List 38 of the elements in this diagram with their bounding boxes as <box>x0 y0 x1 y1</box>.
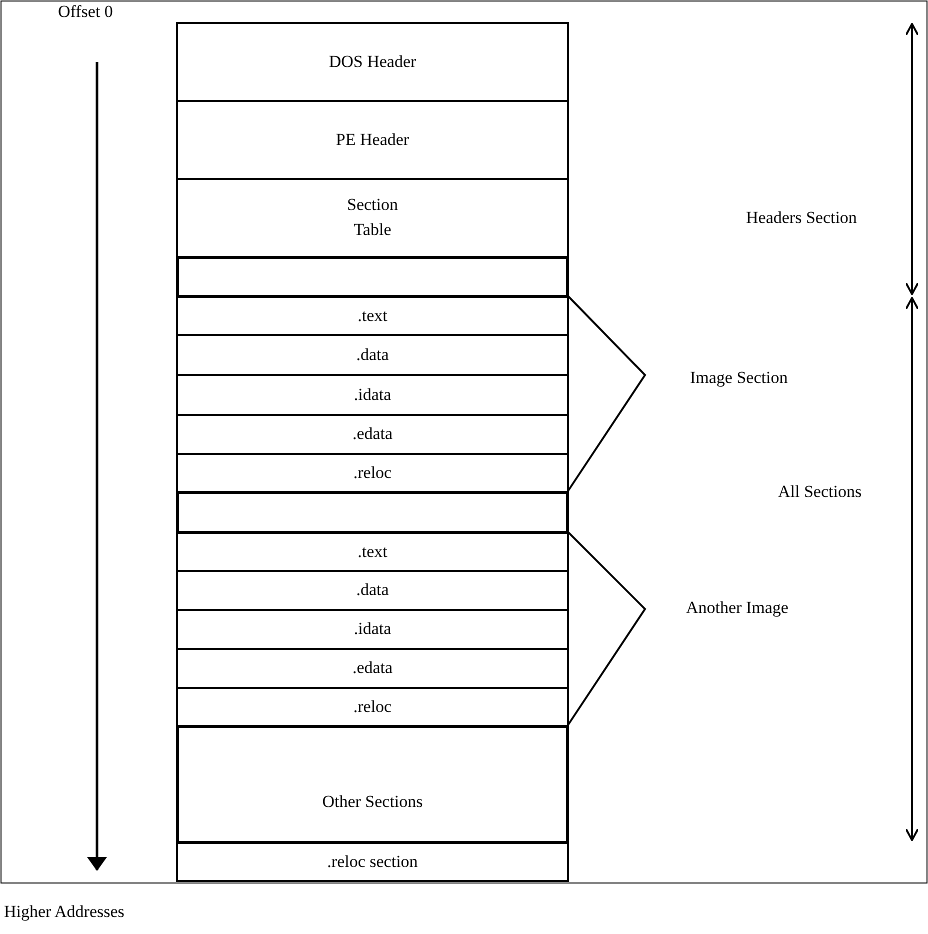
memory-block <box>176 414 569 455</box>
block-label: DOS Header <box>328 50 416 73</box>
block-label: .data <box>356 579 389 602</box>
block-label: .reloc <box>353 462 392 484</box>
block-label: .edata <box>352 657 393 680</box>
memory-block <box>176 609 569 650</box>
block-label: Section Table <box>346 194 399 241</box>
axis-label: Offset 0 <box>58 2 113 22</box>
block-label: .text <box>358 304 388 327</box>
axis-label: Higher Addresses <box>4 902 124 922</box>
block-label: .idata <box>354 618 392 640</box>
section-label: Headers Section <box>746 208 857 228</box>
block-label: .data <box>356 344 389 366</box>
section-label: Another Image <box>686 598 788 618</box>
memory-block <box>176 532 569 572</box>
section-label: Image Section <box>690 368 788 388</box>
block-label: .reloc <box>353 696 392 718</box>
block-label: .edata <box>352 423 393 446</box>
empty-block <box>176 491 569 534</box>
memory-block <box>176 100 569 180</box>
block-label: Other Sections <box>322 791 423 814</box>
block-label: .idata <box>354 384 392 406</box>
memory-block <box>176 296 569 336</box>
memory-block <box>176 374 569 416</box>
memory-block <box>176 178 569 258</box>
memory-block <box>176 648 569 689</box>
block-label: .reloc section <box>327 850 418 873</box>
memory-block <box>176 22 569 102</box>
memory-block <box>176 725 569 844</box>
memory-block <box>176 570 569 611</box>
memory-block <box>176 842 569 882</box>
block-label: PE Header <box>336 128 410 151</box>
empty-block <box>176 256 569 298</box>
memory-block <box>176 334 569 376</box>
memory-block <box>176 687 569 727</box>
section-label: All Sections <box>778 482 862 502</box>
block-label: .text <box>358 540 388 563</box>
memory-block <box>176 453 569 493</box>
